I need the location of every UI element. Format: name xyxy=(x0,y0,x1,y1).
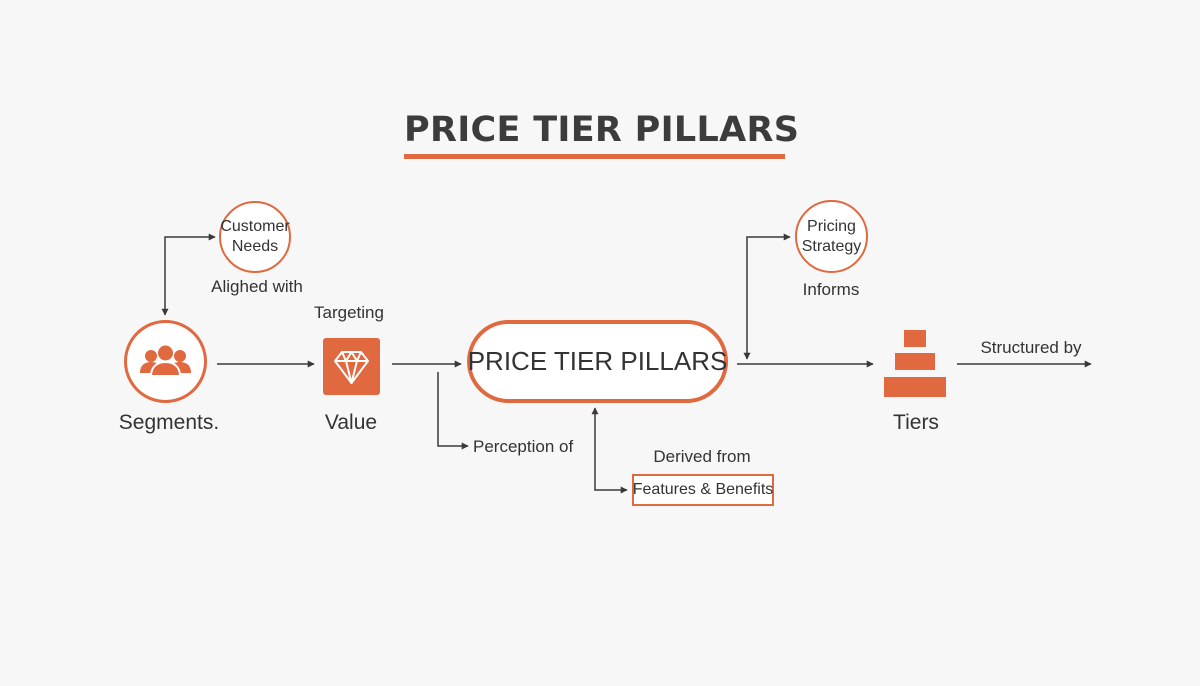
edge-label-informs: Informs xyxy=(802,280,860,299)
features-benefits-node: Features & Benefits xyxy=(632,474,774,506)
segments-label: Segments. xyxy=(118,411,220,434)
tier-top-block xyxy=(904,330,926,347)
tier-bottom-block xyxy=(884,377,946,397)
customer-needs-line-1: Customer xyxy=(220,218,290,235)
customer-needs-node: Customer Needs xyxy=(219,201,291,273)
connector-pricing-strategy xyxy=(743,233,791,360)
people-group-icon xyxy=(140,345,191,377)
title-underline xyxy=(404,154,785,159)
tiers-label: Tiers xyxy=(893,411,939,434)
connector-center-features xyxy=(591,407,628,494)
value-label: Value xyxy=(324,411,378,434)
stacked-tiers-icon xyxy=(884,330,946,397)
edge-label-structured-by: Structured by xyxy=(980,338,1082,357)
value-node xyxy=(323,338,380,395)
edge-label-derived-from: Derived from xyxy=(653,447,751,466)
diagram-title: PRICE TIER PILLARS xyxy=(404,110,800,150)
price-tier-pillars-node: PRICE TIER PILLARS xyxy=(467,320,728,403)
customer-needs-line-2: Needs xyxy=(231,238,279,255)
pricing-strategy-line-1: Pricing xyxy=(807,217,856,235)
edge-label-targeting: Targeting xyxy=(314,303,384,322)
pricing-strategy-line-2: Strategy xyxy=(801,237,862,255)
connector-segments-customer-needs xyxy=(161,233,216,316)
diamond-icon xyxy=(334,351,369,384)
segments-node xyxy=(124,320,207,403)
connector-perception-of xyxy=(437,372,469,450)
edge-label-perception-of: Perception of xyxy=(473,437,574,456)
tier-middle-block xyxy=(895,353,935,370)
pricing-strategy-node: Pricing Strategy xyxy=(795,200,868,273)
edge-label-aligned-with: Alighed with xyxy=(211,277,303,296)
